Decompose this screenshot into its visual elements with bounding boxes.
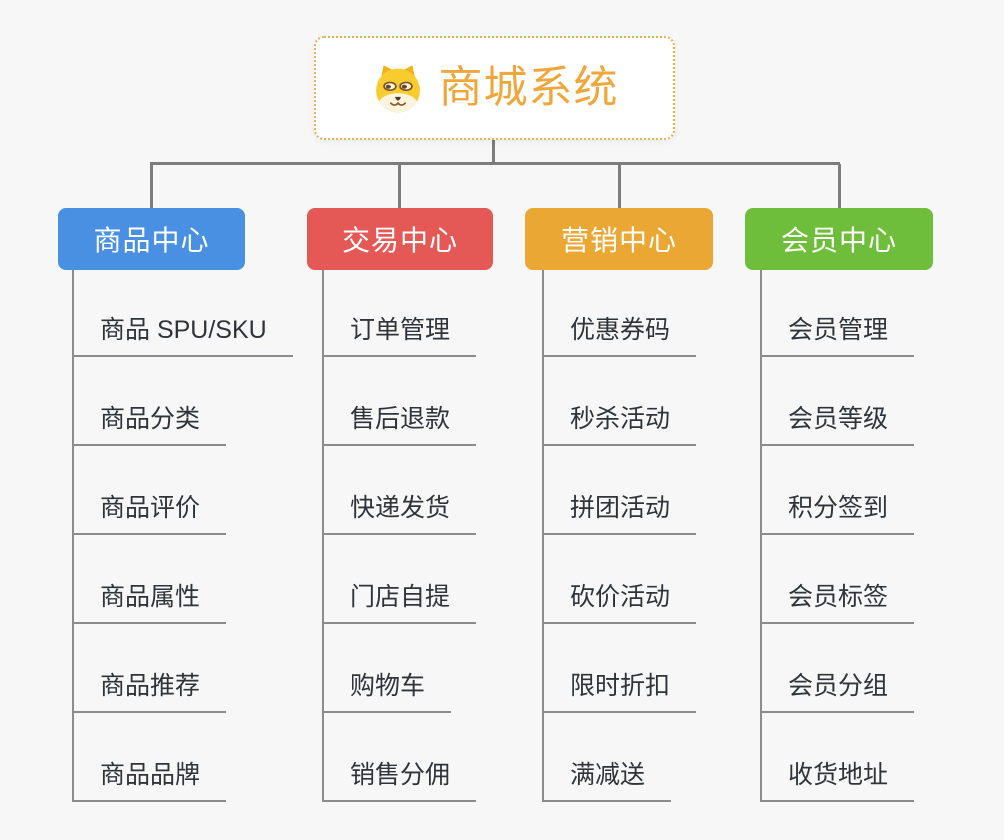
branch-product-items: 商品 SPU/SKU 商品分类 商品评价 商品属性 商品推荐 商品品牌	[72, 270, 332, 802]
leaf-item[interactable]: 拼团活动	[542, 493, 697, 535]
connector-column-line	[760, 270, 762, 800]
connector-root-stub	[492, 140, 495, 163]
branch-label: 交易中心	[341, 225, 458, 256]
branch-label: 营销中心	[560, 225, 677, 256]
leaf-item[interactable]: 商品属性	[72, 582, 227, 624]
connector-drop-product	[150, 164, 153, 208]
leaf-item[interactable]: 秒杀活动	[542, 404, 697, 446]
branch-marketing-items: 优惠券码 秒杀活动 拼团活动 砍价活动 限时折扣 满减送	[542, 270, 802, 802]
leaf-item[interactable]: 购物车	[322, 671, 452, 713]
connector-column-line	[542, 270, 544, 800]
leaf-item[interactable]: 满减送	[542, 760, 672, 802]
leaf-item[interactable]: 商品品牌	[72, 760, 227, 802]
branch-trade-center[interactable]: 交易中心	[307, 208, 493, 270]
leaf-item[interactable]: 会员标签	[760, 582, 915, 624]
leaf-item[interactable]: 商品评价	[72, 493, 227, 535]
branch-label: 商品中心	[93, 225, 210, 256]
leaf-item[interactable]: 优惠券码	[542, 315, 697, 357]
connector-horizontal	[150, 162, 840, 165]
branch-member-items: 会员管理 会员等级 积分签到 会员标签 会员分组 收货地址	[760, 270, 1004, 802]
leaf-item[interactable]: 商品 SPU/SKU	[72, 315, 293, 357]
leaf-item[interactable]: 限时折扣	[542, 671, 697, 713]
leaf-item[interactable]: 售后退款	[322, 404, 477, 446]
root-title: 商城系统	[438, 63, 619, 112]
leaf-item[interactable]: 积分签到	[760, 493, 915, 535]
branch-product-center[interactable]: 商品中心	[58, 208, 245, 270]
connector-drop-member	[838, 164, 841, 208]
root-node[interactable]: 商城系统	[314, 36, 675, 140]
leaf-item[interactable]: 销售分佣	[322, 760, 477, 802]
connector-drop-marketing	[618, 164, 621, 208]
leaf-item[interactable]: 会员分组	[760, 671, 915, 713]
connector-column-line	[72, 270, 74, 800]
branch-trade-items: 订单管理 售后退款 快递发货 门店自提 购物车 销售分佣	[322, 270, 582, 802]
leaf-item[interactable]: 快递发货	[322, 493, 477, 535]
branch-label: 会员中心	[780, 225, 897, 256]
leaf-item[interactable]: 订单管理	[322, 315, 477, 357]
leaf-item[interactable]: 会员等级	[760, 404, 915, 446]
dog-face-icon	[375, 65, 420, 113]
leaf-item[interactable]: 门店自提	[322, 582, 477, 624]
branch-marketing-center[interactable]: 营销中心	[525, 208, 713, 270]
leaf-item[interactable]: 收货地址	[760, 760, 915, 802]
leaf-item[interactable]: 商品分类	[72, 404, 227, 446]
leaf-item[interactable]: 商品推荐	[72, 671, 227, 713]
connector-drop-trade	[398, 164, 401, 208]
leaf-item[interactable]: 会员管理	[760, 315, 915, 357]
branch-member-center[interactable]: 会员中心	[745, 208, 933, 270]
leaf-item[interactable]: 砍价活动	[542, 582, 697, 624]
connector-column-line	[322, 270, 324, 800]
